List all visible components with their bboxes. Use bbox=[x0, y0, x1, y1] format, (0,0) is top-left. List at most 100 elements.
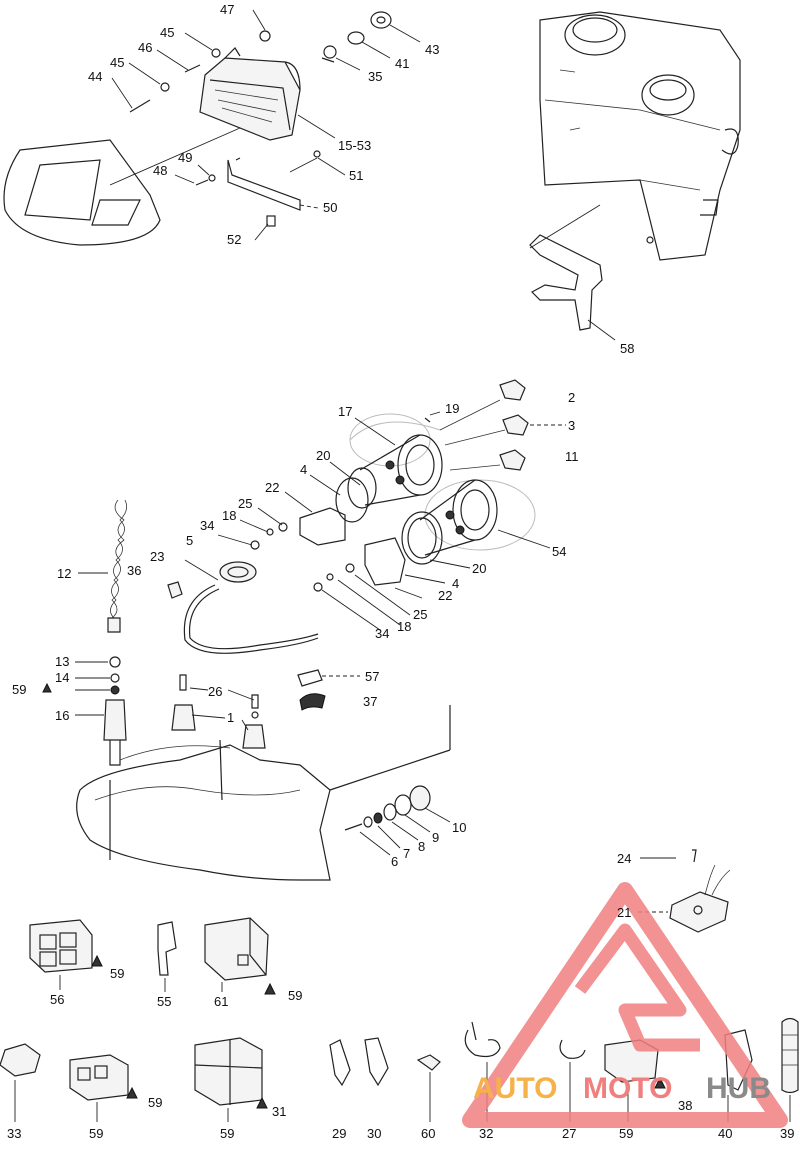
clamp-38 bbox=[559, 1039, 586, 1122]
terminals-30-60 bbox=[329, 1037, 389, 1087]
callout-7: 7 bbox=[403, 846, 410, 861]
callout-18: 18 bbox=[222, 508, 236, 523]
callout-4: 4 bbox=[452, 576, 459, 591]
callout-32: 60 bbox=[421, 1126, 435, 1141]
callout-42: 39 bbox=[780, 1126, 794, 1141]
callout-12: 12 bbox=[57, 566, 71, 581]
callout-26: 26 bbox=[208, 684, 222, 699]
automotohub-logo bbox=[462, 882, 788, 1128]
gauge-socket-harness bbox=[167, 559, 319, 654]
callout-50: 50 bbox=[323, 200, 337, 215]
connector-33 bbox=[0, 1043, 41, 1122]
toggle-switches bbox=[171, 674, 266, 749]
callout-20: 20 bbox=[316, 448, 330, 463]
terminal-32 bbox=[416, 1054, 441, 1122]
callout-41: 41 bbox=[395, 56, 409, 71]
fuel-tank bbox=[529, 11, 741, 261]
callout-59: 59 bbox=[148, 1095, 162, 1110]
callout-59: 38 bbox=[678, 1098, 692, 1113]
callout-40: 59 bbox=[619, 1126, 633, 1141]
headlight-assembly bbox=[111, 9, 421, 141]
callout-labels: 47 45 46 45 44 43 41 35 15-53 49 48 51 5… bbox=[7, 2, 794, 1141]
callout-19: 19 bbox=[445, 401, 459, 416]
connector-29 bbox=[194, 1037, 268, 1122]
callout-54: 54 bbox=[552, 544, 566, 559]
callout-52: 52 bbox=[227, 232, 241, 247]
callout-61: 61 bbox=[214, 994, 228, 1009]
callout-23: 23 bbox=[150, 549, 164, 564]
callout-34: 34 bbox=[375, 626, 389, 641]
headlight-bracket bbox=[174, 150, 346, 241]
callout-37: 37 bbox=[363, 694, 377, 709]
callout-5: 5 bbox=[186, 533, 193, 548]
callout-59: 59 bbox=[288, 988, 302, 1003]
callout-33: 33 bbox=[7, 1126, 21, 1141]
headlight-bezel bbox=[3, 127, 241, 246]
callout-20: 20 bbox=[472, 561, 486, 576]
callout-31: 59 bbox=[89, 1126, 103, 1141]
callout-45: 45 bbox=[160, 25, 174, 40]
callout-11: 11 bbox=[565, 449, 579, 464]
callout-60: 30 bbox=[367, 1126, 381, 1141]
callout-2: 2 bbox=[568, 390, 575, 405]
callout-48: 48 bbox=[153, 163, 167, 178]
automotohub-wordmark: AUTO MOTO HUB bbox=[473, 1072, 771, 1105]
watermark-hub: HUB bbox=[706, 1072, 771, 1105]
callout-59: 31 bbox=[272, 1104, 286, 1119]
callout-46: 46 bbox=[138, 40, 152, 55]
callout-59: 59 bbox=[12, 682, 26, 697]
callout-25: 25 bbox=[413, 607, 427, 622]
callout-1: 1 bbox=[227, 710, 234, 725]
callout-47: 47 bbox=[220, 2, 234, 17]
callout-10: 10 bbox=[452, 820, 466, 835]
callout-6: 6 bbox=[391, 854, 398, 869]
callout-4: 4 bbox=[300, 462, 307, 477]
callout-45: 45 bbox=[110, 55, 124, 70]
callout-34: 34 bbox=[200, 518, 214, 533]
callout-38: 27 bbox=[562, 1126, 576, 1141]
callout-21: 21 bbox=[617, 905, 631, 920]
callout-8: 8 bbox=[418, 839, 425, 854]
callout-22: 22 bbox=[438, 588, 452, 603]
gauge-cluster bbox=[217, 379, 566, 631]
callout-15-53: 15-53 bbox=[338, 138, 371, 153]
callout-56: 56 bbox=[50, 992, 64, 1007]
callout-16: 16 bbox=[55, 708, 69, 723]
callout-36: 36 bbox=[127, 563, 141, 578]
callout-14: 14 bbox=[55, 670, 69, 685]
fuse-42 bbox=[781, 1017, 799, 1122]
connector-56 bbox=[29, 919, 103, 990]
callout-13: 13 bbox=[55, 654, 69, 669]
ignition-switch bbox=[42, 656, 127, 766]
watermark-auto: AUTO bbox=[473, 1072, 557, 1105]
callout-57: 57 bbox=[365, 669, 379, 684]
callout-58: 58 bbox=[620, 341, 634, 356]
connector-61 bbox=[204, 917, 276, 995]
callout-55: 55 bbox=[157, 994, 171, 1009]
connector-31 bbox=[69, 1054, 138, 1122]
coiled-cord bbox=[78, 499, 128, 633]
callout-35: 35 bbox=[368, 69, 382, 84]
callout-24: 24 bbox=[617, 851, 631, 866]
callout-18: 18 bbox=[397, 619, 411, 634]
callout-17: 17 bbox=[338, 404, 352, 419]
callout-25: 25 bbox=[238, 496, 252, 511]
callout-59: 59 bbox=[110, 966, 124, 981]
callout-39: 40 bbox=[718, 1126, 732, 1141]
watermark-moto: MOTO bbox=[583, 1072, 672, 1105]
callout-22: 22 bbox=[265, 480, 279, 495]
tank-bracket bbox=[529, 234, 616, 341]
callout-49: 49 bbox=[178, 150, 192, 165]
callout-3: 3 bbox=[568, 418, 575, 433]
voltage-regulator bbox=[638, 849, 731, 933]
callout-51: 51 bbox=[349, 168, 363, 183]
dashboard-outline bbox=[76, 705, 451, 881]
terminal-55 bbox=[157, 921, 177, 992]
cable-clips bbox=[297, 669, 360, 711]
callout-44: 44 bbox=[88, 69, 102, 84]
callout-29: 59 bbox=[220, 1126, 234, 1141]
callout-43: 43 bbox=[425, 42, 439, 57]
callout-9: 9 bbox=[432, 830, 439, 845]
callout-27: 32 bbox=[479, 1126, 493, 1141]
